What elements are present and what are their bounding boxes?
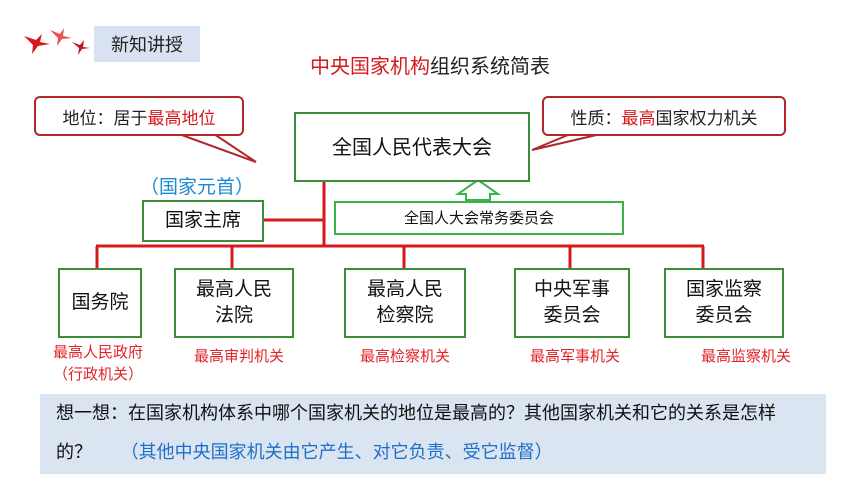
position-callout: 地位：居于最高地位 [34,96,244,136]
position-highlight: 最高地位 [147,108,216,129]
question-text: 想一想：在国家机构体系中哪个国家机关的地位是最高的？其他国家机关和它的关系是怎样… [56,403,776,463]
organ-box-supervisory-commission: 国家监察 委员会 [664,268,784,338]
organ-note-line1: 最高人民政府 [52,343,143,361]
section-tag: 新知讲授 [94,26,200,62]
title-highlight: 中央国家机构 [310,54,430,78]
title-rest: 组织系统简表 [430,54,550,78]
organ-note-supreme-court: 最高审判机关 [193,347,284,365]
organ-note-supervisory-commission: 最高监察机关 [700,347,791,365]
organ-note-procuratorate: 最高检察机关 [359,347,450,365]
nature-rest: 国家权力机关 [655,108,758,129]
nature-prefix: 性质： [570,108,622,129]
standing-committee-box: 全国人大会常务委员会 [334,201,624,235]
president-box: 国家主席 [142,200,264,242]
head-of-state-label: （国家元首） [140,176,255,198]
position-prefix: 地位：居于 [62,108,148,129]
organ-box-procuratorate: 最高人民 检察院 [344,268,466,338]
page-title: 中央国家机构组织系统简表 [0,50,860,79]
organ-box-state-council: 国务院 [58,268,142,338]
npc-box: 全国人民代表大会 [294,112,530,182]
question-panel: 想一想：在国家机构体系中哪个国家机关的地位是最高的？其他国家机关和它的关系是怎样… [40,394,826,474]
up-arrow-icon [454,178,502,201]
organ-box-supreme-court: 最高人民 法院 [174,268,294,338]
nature-highlight: 最高 [621,108,656,129]
answer-text: （其他中央国家机关由它产生、对它负责、受它监督） [120,442,553,463]
organ-box-military-commission: 中央军事 委员会 [514,268,630,338]
organ-note-state-council: 最高人民政府 （行政机关） [30,342,166,386]
flying-birds-icon [24,28,90,55]
organ-note-military-commission: 最高军事机关 [529,347,620,365]
nature-callout: 性质：最高国家权力机关 [542,96,786,136]
organ-note-line2: （行政机关） [52,364,143,383]
